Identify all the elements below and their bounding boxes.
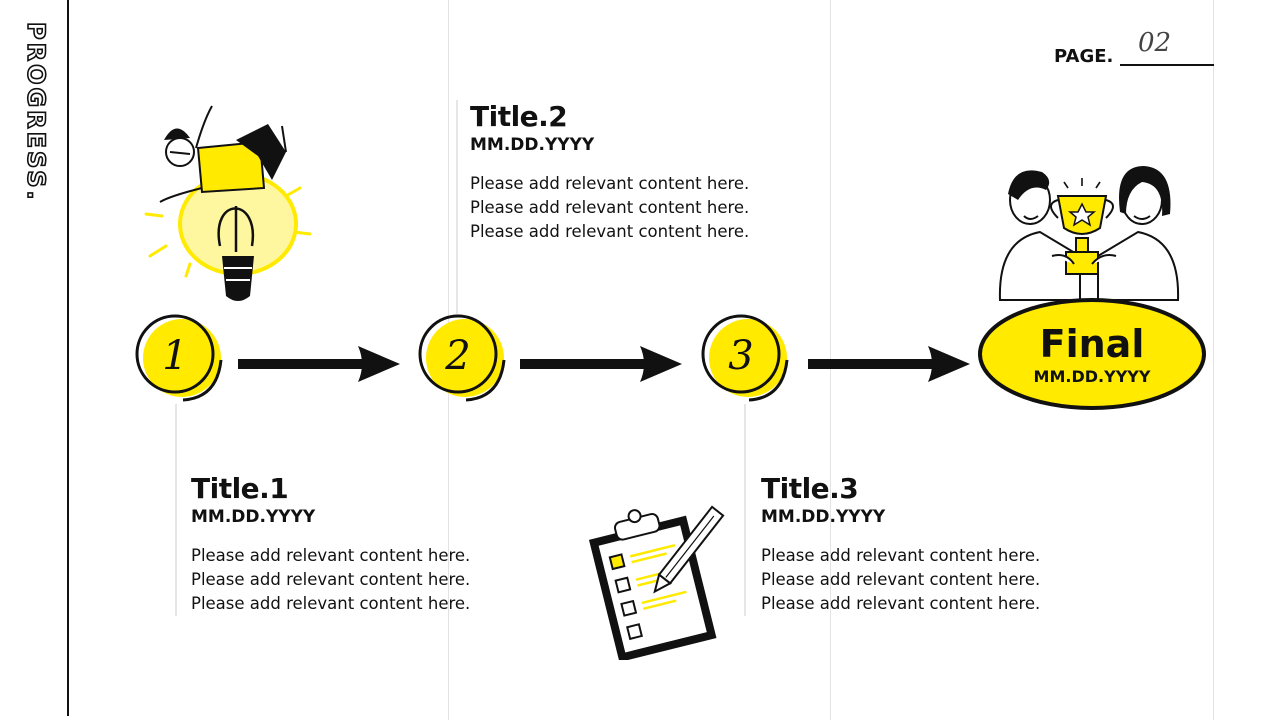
step-3-description: Please add relevant content here. Please… <box>761 544 1040 616</box>
step-2-description: Please add relevant content here. Please… <box>470 172 749 244</box>
description-line: Please add relevant content here. <box>761 546 1041 565</box>
description-line: Please add relevant content here. <box>470 222 750 241</box>
description-line: Please add relevant content here. <box>761 570 1041 589</box>
left-divider <box>67 0 69 716</box>
final-badge <box>978 298 1206 410</box>
description-line: Please add relevant content here. <box>191 594 471 613</box>
step-2-number: 2 <box>444 333 470 379</box>
step-3-connector <box>744 404 746 616</box>
final-title: Final <box>1039 322 1145 366</box>
step-3-number: 3 <box>728 333 753 379</box>
step-3-marker: 3 <box>699 312 789 402</box>
step-3-date: MM.DD.YYYY <box>761 507 886 527</box>
description-line: Please add relevant content here. <box>191 546 471 565</box>
step-1-number: 1 <box>162 333 187 379</box>
step-1-date: MM.DD.YYYY <box>191 507 316 527</box>
description-line: Please add relevant content here. <box>470 198 750 217</box>
step-1-title: Title.1 <box>191 472 289 505</box>
description-line: Please add relevant content here. <box>470 174 750 193</box>
description-line: Please add relevant content here. <box>191 570 471 589</box>
arrow-right-icon <box>808 346 970 382</box>
page-underline <box>1120 64 1214 66</box>
step-1-connector <box>175 404 177 616</box>
step-1-marker: 1 <box>133 312 223 402</box>
arrow-right-icon <box>238 346 400 382</box>
step-1-description: Please add relevant content here. Please… <box>191 544 470 616</box>
description-line: Please add relevant content here. <box>761 594 1041 613</box>
arrow-right-icon <box>520 346 682 382</box>
column-guide <box>1213 0 1214 720</box>
trophy-team-illustration <box>998 166 1180 301</box>
step-2-text-block: Title.2 MM.DD.YYYY Please add relevant c… <box>470 102 749 244</box>
step-3-text-block: Title.3 MM.DD.YYYY Please add relevant c… <box>761 474 1040 616</box>
page-label: PAGE. <box>1054 46 1114 67</box>
step-3-title: Title.3 <box>761 472 859 505</box>
side-title: PROGRESS. <box>21 21 51 203</box>
step-2-connector <box>456 100 458 314</box>
step-2-title: Title.2 <box>470 100 568 133</box>
step-2-date: MM.DD.YYYY <box>470 135 595 155</box>
lightbulb-person-illustration <box>144 105 312 301</box>
clipboard-checklist-illustration <box>588 505 725 660</box>
final-date: MM.DD.YYYY <box>1033 367 1151 386</box>
step-2-marker: 2 <box>416 312 506 402</box>
page-number: 02 <box>1138 28 1172 58</box>
step-1-text-block: Title.1 MM.DD.YYYY Please add relevant c… <box>191 474 470 616</box>
